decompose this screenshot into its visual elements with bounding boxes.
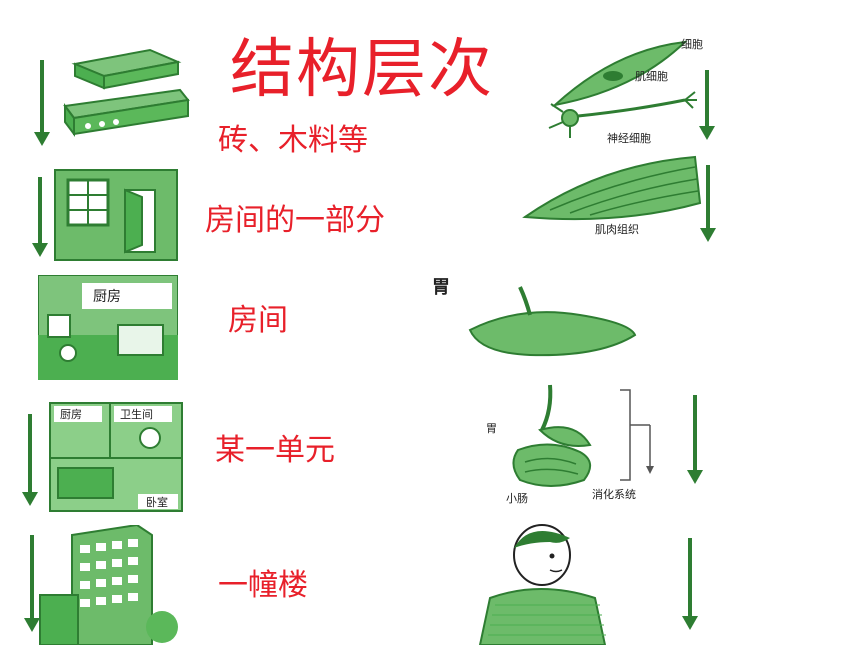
level-label-building: 一幢楼: [218, 568, 308, 603]
cells-illustration: 细胞 肌细胞 神经细胞: [548, 38, 715, 145]
down-arrow-icon: [24, 535, 40, 632]
building-illustration: [24, 525, 178, 645]
muscle-tissue-illustration: 肌肉组织: [522, 155, 716, 242]
down-arrow-icon: [699, 70, 715, 140]
stomach-organ-illustration: 胃: [432, 277, 637, 357]
down-arrow-icon: [34, 60, 50, 146]
human-body-illustration: [478, 524, 698, 645]
bricks-lumber-illustration: [34, 48, 190, 146]
down-arrow-icon: [700, 165, 716, 242]
stomach-title: 胃: [432, 277, 450, 298]
cell-label: 细胞: [681, 38, 703, 51]
muscle-cell-label: 肌细胞: [635, 70, 668, 83]
muscle-tissue-label: 肌肉组织: [595, 222, 639, 236]
down-arrow-icon: [682, 538, 698, 630]
down-arrow-icon: [22, 414, 38, 506]
down-arrow-icon: [32, 177, 48, 257]
digestive-system-label: 消化系统: [592, 487, 636, 501]
room-part-illustration: [32, 169, 178, 261]
unit-bathroom-label: 卫生间: [120, 407, 153, 421]
unit-bedroom-label: 卧室: [146, 495, 168, 509]
level-label-room-part: 房间的一部分: [205, 203, 385, 238]
apartment-unit-illustration: 厨房 卫生间 卧室: [22, 402, 183, 512]
nerve-cell-label: 神经细胞: [607, 131, 651, 145]
digestive-system-illustration: 胃 小肠 消化系统: [486, 384, 703, 505]
level-label-bricks: 砖、木料等: [218, 123, 368, 158]
digestive-stomach-label: 胃: [486, 422, 497, 435]
page-title: 结构层次: [230, 33, 494, 107]
level-label-unit: 某一单元: [215, 433, 335, 468]
small-intestine-label: 小肠: [506, 492, 528, 505]
unit-kitchen-label: 厨房: [60, 408, 82, 421]
kitchen-room-illustration: 厨房: [38, 275, 178, 380]
kitchen-sign: 厨房: [93, 289, 121, 305]
level-label-room: 房间: [228, 303, 288, 338]
down-arrow-icon: [687, 395, 703, 484]
